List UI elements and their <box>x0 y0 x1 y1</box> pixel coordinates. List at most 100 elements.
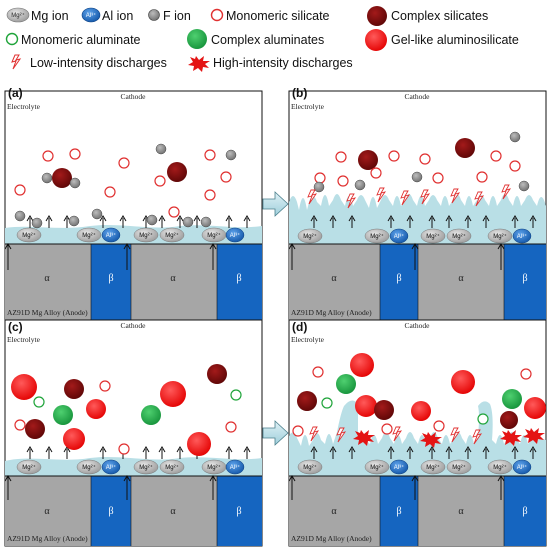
panel-c-beta-label: β <box>108 506 113 517</box>
right-arrow-icon <box>262 420 289 446</box>
mg-ion-label: Mg²⁺ <box>493 464 507 471</box>
legend-mg-symbol: Mg²⁺ <box>11 12 25 19</box>
mg-ion-icon <box>76 227 102 243</box>
panel-c-anode-label: AZ91D Mg Alloy (Anode) <box>7 534 88 543</box>
mg-ion-icon <box>364 459 390 475</box>
complex-aluminate-icon <box>187 29 207 49</box>
mg-ion-label: Mg²⁺ <box>426 233 440 240</box>
panel-b-beta-1 <box>380 244 418 321</box>
mg-ion-label: Mg²⁺ <box>452 464 466 471</box>
panel-d-beta-1 <box>380 476 418 546</box>
mg-ion-icon <box>364 228 390 244</box>
lightning-bolt-icon <box>307 189 318 205</box>
panel-a-alpha-label-2: α <box>170 273 176 284</box>
panel-d-alpha-1 <box>289 476 380 546</box>
mg-ion-label: Mg²⁺ <box>493 233 507 240</box>
panel-b: (b) Cathode Electrolyte α β α β AZ91D Mg… <box>288 86 547 322</box>
right-arrow-icon <box>262 191 289 217</box>
legend-low-intensity: Low-intensity discharges <box>11 54 167 70</box>
al-ion-label: Al³⁺ <box>394 233 405 240</box>
lightning-bolt-icon <box>376 187 387 203</box>
panel-a-alpha-1 <box>5 244 91 321</box>
legend-high-intensity: High-intensity discharges <box>188 56 353 72</box>
panel-d-alpha-label: α <box>331 506 337 517</box>
panel-d-high-discharges <box>353 428 545 448</box>
legend-gel-aluminosilicate: Gel-like aluminosilicate <box>365 29 519 51</box>
panel-c-beta-2 <box>217 476 262 546</box>
lightning-bolt-icon <box>472 429 483 445</box>
legend-f-label: F ion <box>163 9 191 23</box>
starburst-icon <box>500 430 522 446</box>
mg-ion-label: Mg²⁺ <box>139 232 153 239</box>
panel-a-cathode: Cathode <box>121 92 147 101</box>
mg-ion-label: Mg²⁺ <box>207 464 221 471</box>
panel-d-species <box>292 353 546 437</box>
al-ion-label: Al³⁺ <box>106 464 117 471</box>
panel-d-label: (d) <box>292 320 307 334</box>
al-ion-icon <box>225 227 245 243</box>
legend-monomeric-aluminate: Monomeric aluminate <box>5 32 141 47</box>
panel-a-ions: Mg²⁺ Mg²⁺ Al³⁺ Mg²⁺ Mg²⁺ Mg²⁺ Al³⁺ <box>16 227 245 243</box>
mg-ion-icon <box>297 459 323 475</box>
al-ion-label: Al³⁺ <box>517 464 528 471</box>
panel-b-low-discharges <box>307 184 512 209</box>
mg-ion-icon <box>6 7 30 23</box>
starburst-icon <box>188 56 210 72</box>
panel-c-electrolyte: Electrolyte <box>7 335 41 344</box>
panel-d-alpha-label-2: α <box>458 506 464 517</box>
panel-a-alpha-2 <box>131 244 217 321</box>
panel-a-alpha-label: α <box>44 273 50 284</box>
mg-ion-icon <box>133 459 159 475</box>
panel-d-beta-label: β <box>396 506 401 517</box>
panel-c: (c) Cathode Electrolyte α β α β AZ91D Mg… <box>4 319 263 547</box>
panel-b-beta-label: β <box>396 273 401 284</box>
panel-c-cathode: Cathode <box>121 321 147 330</box>
panel-a-beta-label-2: β <box>236 273 241 284</box>
legend-al-label: Al ion <box>102 9 133 23</box>
panel-b-alpha-label: α <box>331 273 337 284</box>
panel-a-current-arrows <box>4 215 251 270</box>
panel-b-anode-label: AZ91D Mg Alloy (Anode) <box>291 308 372 317</box>
panel-b-coating-layer <box>289 194 546 244</box>
panel-c-ions: Mg²⁺ Mg²⁺ Al³⁺ Mg²⁺ Mg²⁺ Mg²⁺ Al³⁺ <box>16 459 245 475</box>
mg-ion-label: Mg²⁺ <box>426 464 440 471</box>
legend-complex-silicates: Complex silicates <box>367 6 488 26</box>
legend-mg-ion: Mg²⁺ Mg ion <box>6 7 69 23</box>
lightning-bolt-icon <box>400 190 411 206</box>
complex-silicate-icon <box>367 6 387 26</box>
legend-ms-label: Monomeric silicate <box>226 9 330 23</box>
legend-mg-label: Mg ion <box>31 9 69 23</box>
panel-c-species <box>11 364 242 456</box>
legend-monomeric-silicate: Monomeric silicate <box>210 8 330 23</box>
lightning-bolt-icon <box>392 426 403 442</box>
panel-b-alpha-1 <box>289 244 380 321</box>
al-ion-icon <box>101 227 121 243</box>
mg-ion-label: Mg²⁺ <box>207 232 221 239</box>
panel-a-electrolyte: Electrolyte <box>7 102 41 111</box>
lightning-bolt-icon <box>336 427 347 443</box>
panel-a-species <box>14 143 237 229</box>
panel-d-electrolyte: Electrolyte <box>291 335 325 344</box>
panel-a: (a) Cathode Electrolyte α β α β AZ91D Mg… <box>4 86 263 322</box>
legend-f-ion: F ion <box>148 9 191 23</box>
panel-b-alpha-label-2: α <box>458 273 464 284</box>
monomeric-aluminate-icon <box>5 32 19 46</box>
panel-a-beta-label: β <box>108 273 113 284</box>
mg-ion-icon <box>487 459 513 475</box>
al-ion-icon <box>101 459 121 475</box>
legend-al-symbol: Al³⁺ <box>86 12 97 19</box>
panel-d-ions: Mg²⁺ Mg²⁺ Al³⁺ Mg²⁺ Mg²⁺ Mg²⁺ Al³⁺ <box>297 459 532 475</box>
panel-d-beta-2 <box>504 476 546 546</box>
legend-ca-label: Complex aluminates <box>211 33 324 47</box>
al-ion-label: Al³⁺ <box>230 464 241 471</box>
al-ion-label: Al³⁺ <box>106 232 117 239</box>
legend-complex-aluminates: Complex aluminates <box>187 29 324 49</box>
mg-ion-icon <box>159 459 185 475</box>
mg-ion-icon <box>297 228 323 244</box>
panel-b-label: (b) <box>292 86 307 100</box>
panel-c-coating-layer <box>5 456 262 476</box>
lightning-bolt-icon <box>474 191 485 207</box>
mg-ion-icon <box>487 228 513 244</box>
al-ion-icon <box>81 7 101 23</box>
